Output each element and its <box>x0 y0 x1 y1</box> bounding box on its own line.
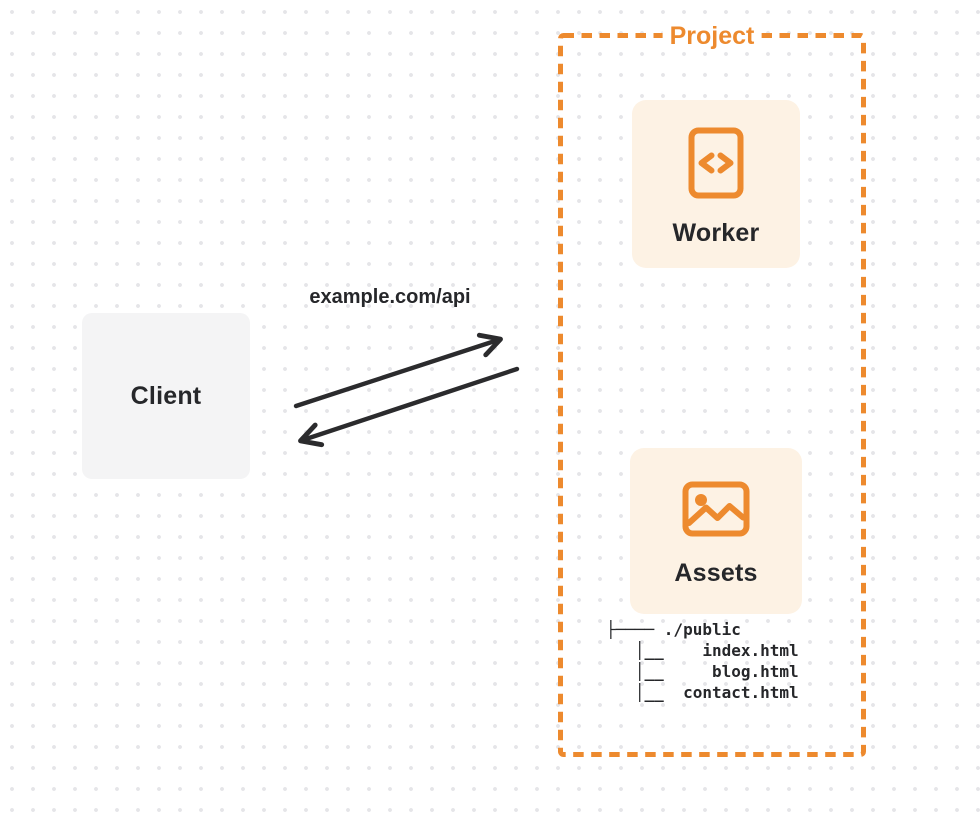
response-arrow <box>298 366 520 448</box>
assets-label: Assets <box>674 559 758 587</box>
file-tree-line-public: ├──── ./public <box>606 620 741 639</box>
client-node: Client <box>82 313 250 479</box>
project-label: Project <box>662 21 762 51</box>
request-arrow <box>293 332 503 409</box>
client-label: Client <box>130 381 202 410</box>
code-file-icon <box>688 127 744 199</box>
assets-file-tree: ├──── ./public │__ index.html │__ blog.h… <box>606 619 799 703</box>
file-tree-line-blog: │__ blog.html <box>606 662 799 681</box>
file-tree-line-index: │__ index.html <box>606 641 799 660</box>
assets-node: Assets <box>630 448 802 614</box>
request-url-label: example.com/api <box>309 286 471 308</box>
file-tree-line-contact: │__ contact.html <box>606 683 799 702</box>
worker-label: Worker <box>672 219 760 247</box>
worker-node: Worker <box>632 100 800 268</box>
image-icon <box>682 481 750 537</box>
project-group: Project Worker Assets ├──── ./public │__… <box>558 21 866 757</box>
